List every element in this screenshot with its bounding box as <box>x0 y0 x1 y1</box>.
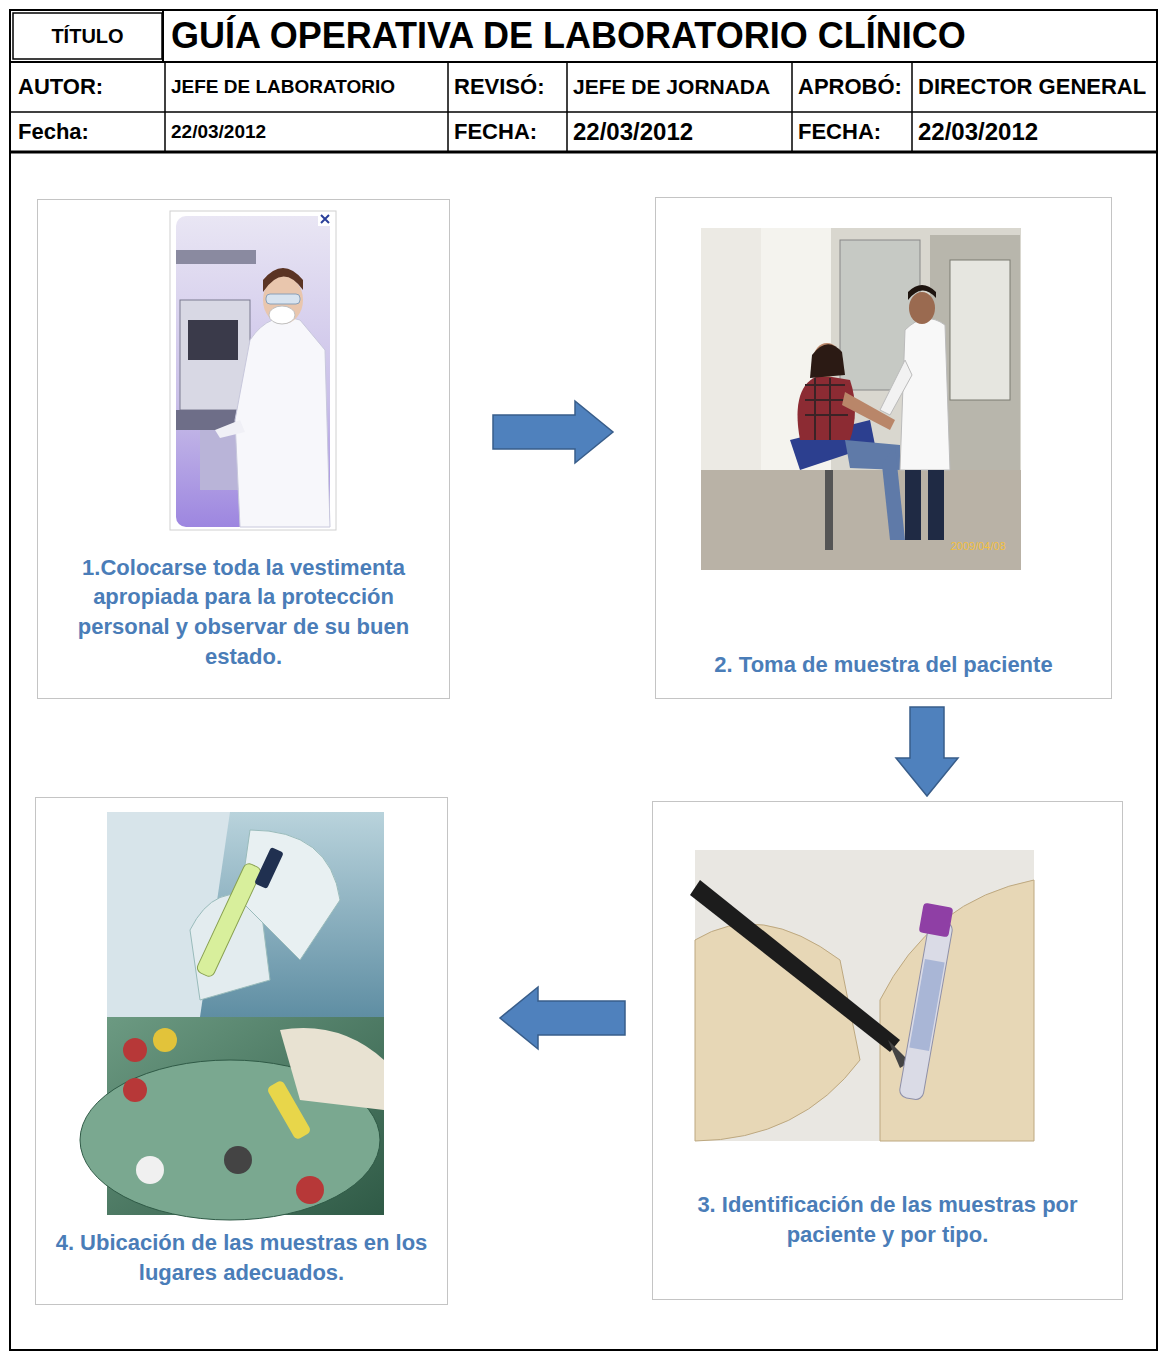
step-box: 2. Toma de muestra del paciente <box>655 197 1112 699</box>
caption-area: 3. Identificación de las muestras por pa… <box>663 1147 1112 1293</box>
title-cell: GUÍA OPERATIVA DE LABORATORIO CLÍNICO <box>163 10 1157 62</box>
labeling-photo <box>690 850 1034 1141</box>
header-cell: DIRECTOR GENERAL <box>912 63 1157 111</box>
header-text: 22/03/2012 <box>918 118 1038 146</box>
caption-area: 2. Toma de muestra del paciente <box>666 638 1101 692</box>
header-text: Fecha: <box>18 119 89 145</box>
header-cell: REVISÓ: <box>448 63 567 111</box>
photo-date: 2009/04/08 <box>950 540 1005 552</box>
header-cell: FECHA: <box>792 112 912 152</box>
header-cell: 22/03/2012 <box>912 112 1157 152</box>
step-caption: 1.Colocarse toda la vestimenta apropiada… <box>48 553 439 672</box>
header-text: 22/03/2012 <box>171 121 266 143</box>
step-box: 4. Ubicación de las muestras en los luga… <box>35 797 448 1305</box>
header-text: 22/03/2012 <box>573 118 693 146</box>
block-arrow <box>896 707 958 796</box>
header-text: DIRECTOR GENERAL <box>918 74 1146 100</box>
header-cell: JEFE DE JORNADA <box>567 63 792 111</box>
phlebotomy-photo <box>701 228 1021 570</box>
caption-area: 4. Ubicación de las muestras en los luga… <box>46 1218 437 1298</box>
header-cell: AUTOR: <box>12 63 165 111</box>
block-arrow <box>500 987 625 1049</box>
lab-photo <box>170 211 336 530</box>
step-caption: 4. Ubicación de las muestras en los luga… <box>46 1228 437 1287</box>
header-cell: TÍTULO <box>12 12 163 60</box>
header-cell: APROBÓ: <box>792 63 912 111</box>
header-cell: FECHA: <box>448 112 567 152</box>
step-caption: 3. Identificación de las muestras por pa… <box>663 1190 1112 1249</box>
header-text: JEFE DE JORNADA <box>573 75 770 99</box>
header-cell: 2009/04/08 <box>938 537 1018 555</box>
header-text: FECHA: <box>798 119 881 145</box>
header-grid <box>10 10 1157 1350</box>
header-text: APROBÓ: <box>798 74 902 100</box>
header-cell: 22/03/2012 <box>567 112 792 152</box>
header-text: TÍTULO <box>51 25 123 48</box>
header-cell: Fecha: <box>12 112 165 152</box>
block-arrow <box>493 401 613 463</box>
title: GUÍA OPERATIVA DE LABORATORIO CLÍNICO <box>171 15 966 57</box>
header-cell: JEFE DE LABORATORIO <box>165 63 448 111</box>
step-caption: 2. Toma de muestra del paciente <box>714 650 1052 680</box>
centrifuge-photo <box>80 812 384 1220</box>
header-cell: 22/03/2012 <box>165 112 448 152</box>
caption-area: 1.Colocarse toda la vestimenta apropiada… <box>48 532 439 692</box>
header-text: JEFE DE LABORATORIO <box>171 76 395 98</box>
header-text: FECHA: <box>454 119 537 145</box>
header-text: REVISÓ: <box>454 74 544 100</box>
header-text: AUTOR: <box>18 74 103 100</box>
step-box: 3. Identificación de las muestras por pa… <box>652 801 1123 1300</box>
step-box: 1.Colocarse toda la vestimenta apropiada… <box>37 199 450 699</box>
